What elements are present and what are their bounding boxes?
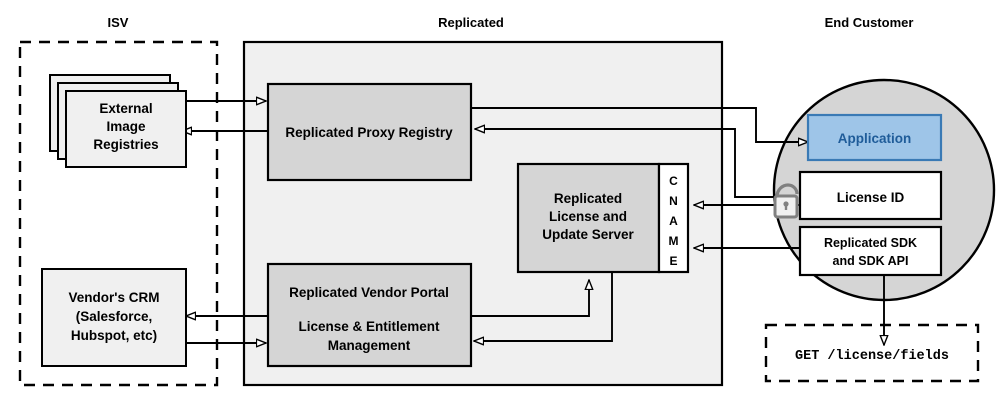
application-box: Application (806, 113, 943, 162)
external-image-registries-box: External Image Registries (49, 74, 187, 168)
vendor-portal-line-1: Replicated Vendor Portal (289, 285, 449, 300)
replicated-vendor-portal-box: Replicated Vendor Portal License & Entit… (266, 262, 473, 368)
license-server-line-2: License and (549, 209, 627, 224)
license-server-line-1: Replicated (554, 191, 622, 206)
replicated-sdk-box: Replicated SDK and SDK API (798, 225, 943, 277)
vendor-crm-line-1: Vendor's CRM (69, 290, 160, 305)
application-label: Application (838, 131, 912, 146)
license-server-line-3: Update Server (542, 227, 634, 242)
connector-proxy-registry-to-application (471, 107, 808, 142)
vendor-crm-box: Vendor's CRM (Salesforce, Hubspot, etc) (41, 268, 187, 367)
header-label-replicated: Replicated (438, 15, 504, 30)
vendor-portal-line-2: License & Entitlement (298, 319, 440, 334)
connector-license-server-to-vendor-portal (474, 273, 613, 341)
external-registries-line-3: Registries (93, 137, 158, 152)
proxy-registry-label: Replicated Proxy Registry (285, 125, 453, 140)
vendor-portal-line-3: Management (328, 338, 411, 353)
header-label-isv: ISV (108, 15, 129, 30)
api-request-label: GET /license/fields (795, 349, 949, 364)
api-request-box: GET /license/fields (764, 323, 980, 383)
vendor-crm-line-2: (Salesforce, (76, 309, 153, 324)
external-registries-line-2: Image (106, 119, 146, 134)
cname-letter-a: A (669, 214, 678, 228)
unlocked-padlock-icon (773, 183, 799, 219)
sdk-line-2: and SDK API (833, 254, 909, 268)
header-label-end-customer: End Customer (825, 15, 914, 30)
sdk-line-1: Replicated SDK (824, 236, 917, 250)
license-id-box: License ID (798, 170, 943, 221)
cname-letter-e: E (669, 254, 677, 268)
license-id-label: License ID (837, 190, 905, 205)
cname-letter-n: N (669, 194, 678, 208)
replicated-license-update-server-box: Replicated License and Update Server (516, 162, 661, 274)
cname-letter-m: M (669, 234, 679, 248)
connector-vendor-portal-to-license-server (470, 280, 589, 317)
connector-application-to-proxy-registry (475, 129, 790, 198)
external-registries-line-1: External (99, 101, 152, 116)
isv-group-boundary (18, 40, 219, 387)
replicated-proxy-registry-box: Replicated Proxy Registry (266, 82, 473, 182)
cname-letter-c: C (669, 174, 678, 188)
vendor-crm-line-3: Hubspot, etc) (71, 328, 157, 343)
cname-strip: C N A M E (657, 162, 690, 274)
